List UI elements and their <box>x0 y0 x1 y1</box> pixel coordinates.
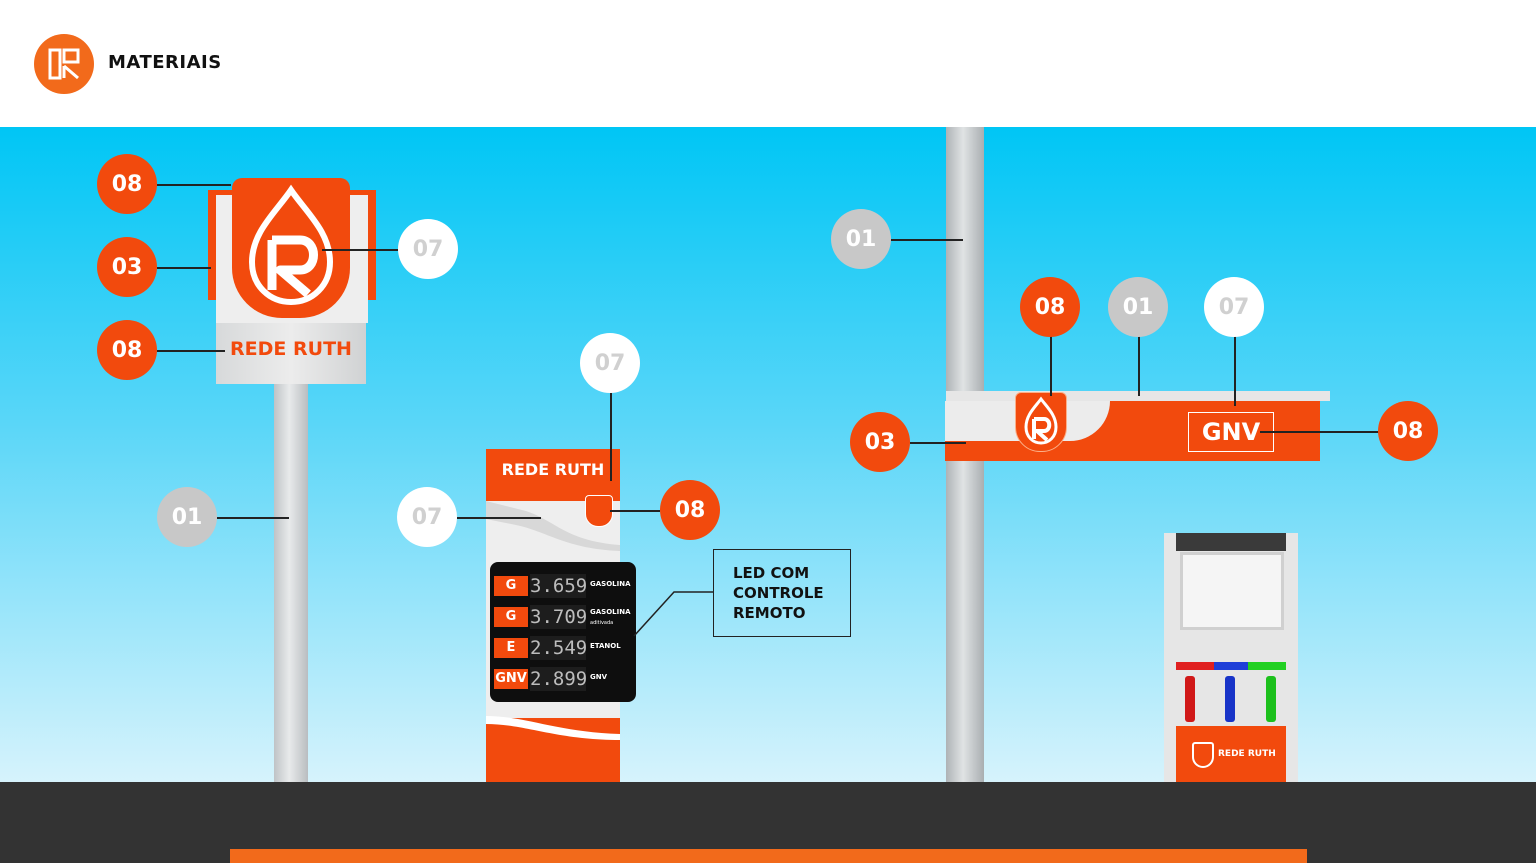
totem-name: REDE RUTH <box>230 338 352 360</box>
leader-line <box>157 184 231 186</box>
material-badge: 07 <box>398 219 458 279</box>
callout-connector <box>633 591 714 637</box>
leader-line <box>1260 431 1380 433</box>
totem-shield <box>232 178 350 318</box>
fuel-name: GASOLINA <box>590 608 631 616</box>
ground-stripe <box>230 849 1307 863</box>
price-board-swoosh <box>486 501 620 551</box>
price-row: G 3.659 GASOLINA <box>494 574 632 598</box>
leader-line <box>157 267 211 269</box>
material-badge: 07 <box>397 487 457 547</box>
fuel-code: E <box>494 638 528 658</box>
leader-line <box>891 239 963 241</box>
pump-window <box>1180 552 1284 630</box>
pump-top-bar <box>1176 533 1286 551</box>
leader-line <box>610 510 660 512</box>
price-board-name: REDE RUTH <box>501 460 605 479</box>
nozzle-blue <box>1225 676 1235 722</box>
material-badge: 08 <box>1020 277 1080 337</box>
price-board-top <box>486 449 620 501</box>
totem-pole <box>274 380 308 782</box>
pump-stripe-blue <box>1214 662 1248 670</box>
pump-stripe-green <box>1248 662 1286 670</box>
fuel-price: 2.899 <box>530 667 588 691</box>
material-badge: 08 <box>660 480 720 540</box>
fuel-subname: aditivada <box>590 620 614 626</box>
leader-line <box>1050 336 1052 396</box>
fuel-code: G <box>494 576 528 596</box>
price-board-base-swoosh <box>486 716 620 740</box>
totem-name-box <box>216 318 366 384</box>
leader-line <box>457 517 541 519</box>
fuel-code: G <box>494 607 528 627</box>
pump-logo-icon <box>1192 742 1214 768</box>
leader-line <box>910 442 966 444</box>
price-row: E 2.549 ETANOL <box>494 636 632 660</box>
fuel-price: 3.709 <box>530 605 588 629</box>
leader-line <box>217 517 289 519</box>
callout-text: REMOTO <box>733 604 806 622</box>
material-badge: 01 <box>831 209 891 269</box>
fuel-code: GNV <box>494 669 528 689</box>
material-badge: 07 <box>580 333 640 393</box>
leader-line <box>322 249 398 251</box>
page-title: MATERIAIS <box>108 52 222 73</box>
material-badge: 07 <box>1204 277 1264 337</box>
pump-stripe-red <box>1176 662 1214 670</box>
led-callout-box <box>713 549 851 637</box>
price-row: GNV 2.899 GNV <box>494 667 632 691</box>
leader-line <box>1234 336 1236 406</box>
fuel-name: GNV <box>590 673 608 681</box>
price-board-logo-icon <box>585 495 613 527</box>
canopy-logo-icon <box>1015 392 1067 452</box>
header: MATERIAIS <box>0 0 1536 127</box>
material-badge: 03 <box>850 412 910 472</box>
material-badge: 01 <box>1108 277 1168 337</box>
rede-ruth-logo <box>34 34 94 94</box>
price-row: G 3.709 GASOLINA aditivada <box>494 605 632 629</box>
fuel-name: ETANOL <box>590 642 621 650</box>
callout-text: LED COM <box>733 564 810 582</box>
material-badge: 08 <box>97 320 157 380</box>
fuel-name: GASOLINA <box>590 580 631 588</box>
fuel-price: 2.549 <box>530 636 588 660</box>
leader-line <box>157 350 225 352</box>
canopy-top-edge <box>946 391 1330 401</box>
pump-name: REDE RUTH <box>1218 749 1276 759</box>
material-badge: 08 <box>1378 401 1438 461</box>
drop-r-icon <box>248 184 334 306</box>
callout-text: CONTROLE <box>733 584 824 602</box>
fuel-price: 3.659 <box>530 574 588 598</box>
material-badge: 03 <box>97 237 157 297</box>
material-badge: 08 <box>97 154 157 214</box>
nozzle-green <box>1266 676 1276 722</box>
leader-line <box>610 393 612 481</box>
leader-line <box>1138 336 1140 396</box>
pump-base <box>1176 726 1286 782</box>
material-badge: 01 <box>157 487 217 547</box>
nozzle-red <box>1185 676 1195 722</box>
